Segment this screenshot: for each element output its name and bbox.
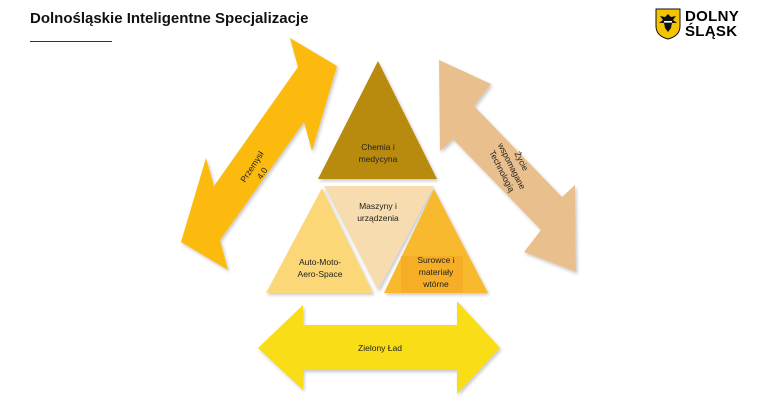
- logo-line-1: DOLNY: [685, 8, 739, 25]
- triangle-surowce-inner: [401, 256, 463, 293]
- title-underline: [30, 41, 112, 42]
- right-arrow-zycie: [439, 60, 576, 272]
- logo-line-2: ŚLĄSK: [685, 23, 738, 40]
- label-surowce-2: materiały: [419, 267, 454, 277]
- page-title: Dolnośląskie Inteligentne Specjalizacje: [30, 10, 309, 27]
- label-maszyny-2: urządzenia: [357, 213, 399, 223]
- triangle-auto-moto: [266, 188, 373, 293]
- label-auto-2: Aero-Space: [298, 269, 343, 279]
- triangle-chemia: [318, 61, 437, 179]
- left-arrow-przemysl: [181, 38, 337, 270]
- bottom-arrow-zielony-lad: [258, 301, 500, 394]
- label-chemia-2: medycyna: [359, 154, 398, 164]
- label-surowce-1: Surowce i: [417, 255, 454, 265]
- label-zielony-lad: Zielony Ład: [358, 343, 402, 353]
- label-maszyny-1: Maszyny i: [359, 201, 397, 211]
- triangle-maszyny: [324, 186, 434, 290]
- label-surowce-3: wtórne: [422, 279, 449, 289]
- dolny-slask-logo: DOLNY ŚLĄSK: [655, 8, 755, 42]
- label-chemia-1: Chemia i: [361, 142, 395, 152]
- label-auto-1: Auto-Moto-: [299, 257, 341, 267]
- eagle-coat-of-arms-icon: [655, 8, 681, 40]
